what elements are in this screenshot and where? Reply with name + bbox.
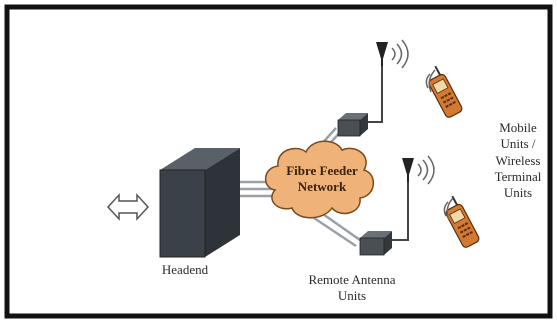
remote-unit-icon [337,60,383,137]
mobile-units-label-line2: Units / [500,136,536,152]
bidirectional-arrow-icon [106,193,150,221]
remote-antenna-label-line2: Units [337,288,367,304]
network-label: Fibre Feeder Network [280,163,364,194]
signal-waves-icon [391,39,409,69]
mobile-phone-icon [445,195,480,248]
mobile-units-label-line5: Units [503,185,533,200]
network-label-line1: Fibre Feeder [286,163,358,178]
mobile-units-label-line1: Mobile [499,120,537,135]
headend-box-icon [159,148,240,258]
signal-waves-icon [425,69,436,93]
antenna-icon [402,158,414,182]
fibre-link-lower-unit [313,210,361,248]
mobile-phone-icon [428,65,463,118]
signal-waves-icon [443,197,454,221]
remote-antenna-label-line1: Remote Antenna [308,272,396,287]
antenna-icon [376,42,388,66]
signal-waves-icon [417,155,435,185]
cloud-icon [264,140,374,219]
remote-antenna-label: Remote Antenna Units [292,272,412,305]
headend-label: Headend [161,262,209,277]
mobile-units-label-line3: Wireless [495,152,541,168]
mobile-units-label: Mobile Units / Wireless Terminal Units [484,120,552,201]
mobile-units-label-line4: Terminal [494,168,542,184]
network-label-line2: Network [297,178,347,194]
remote-unit-icon [359,176,409,256]
